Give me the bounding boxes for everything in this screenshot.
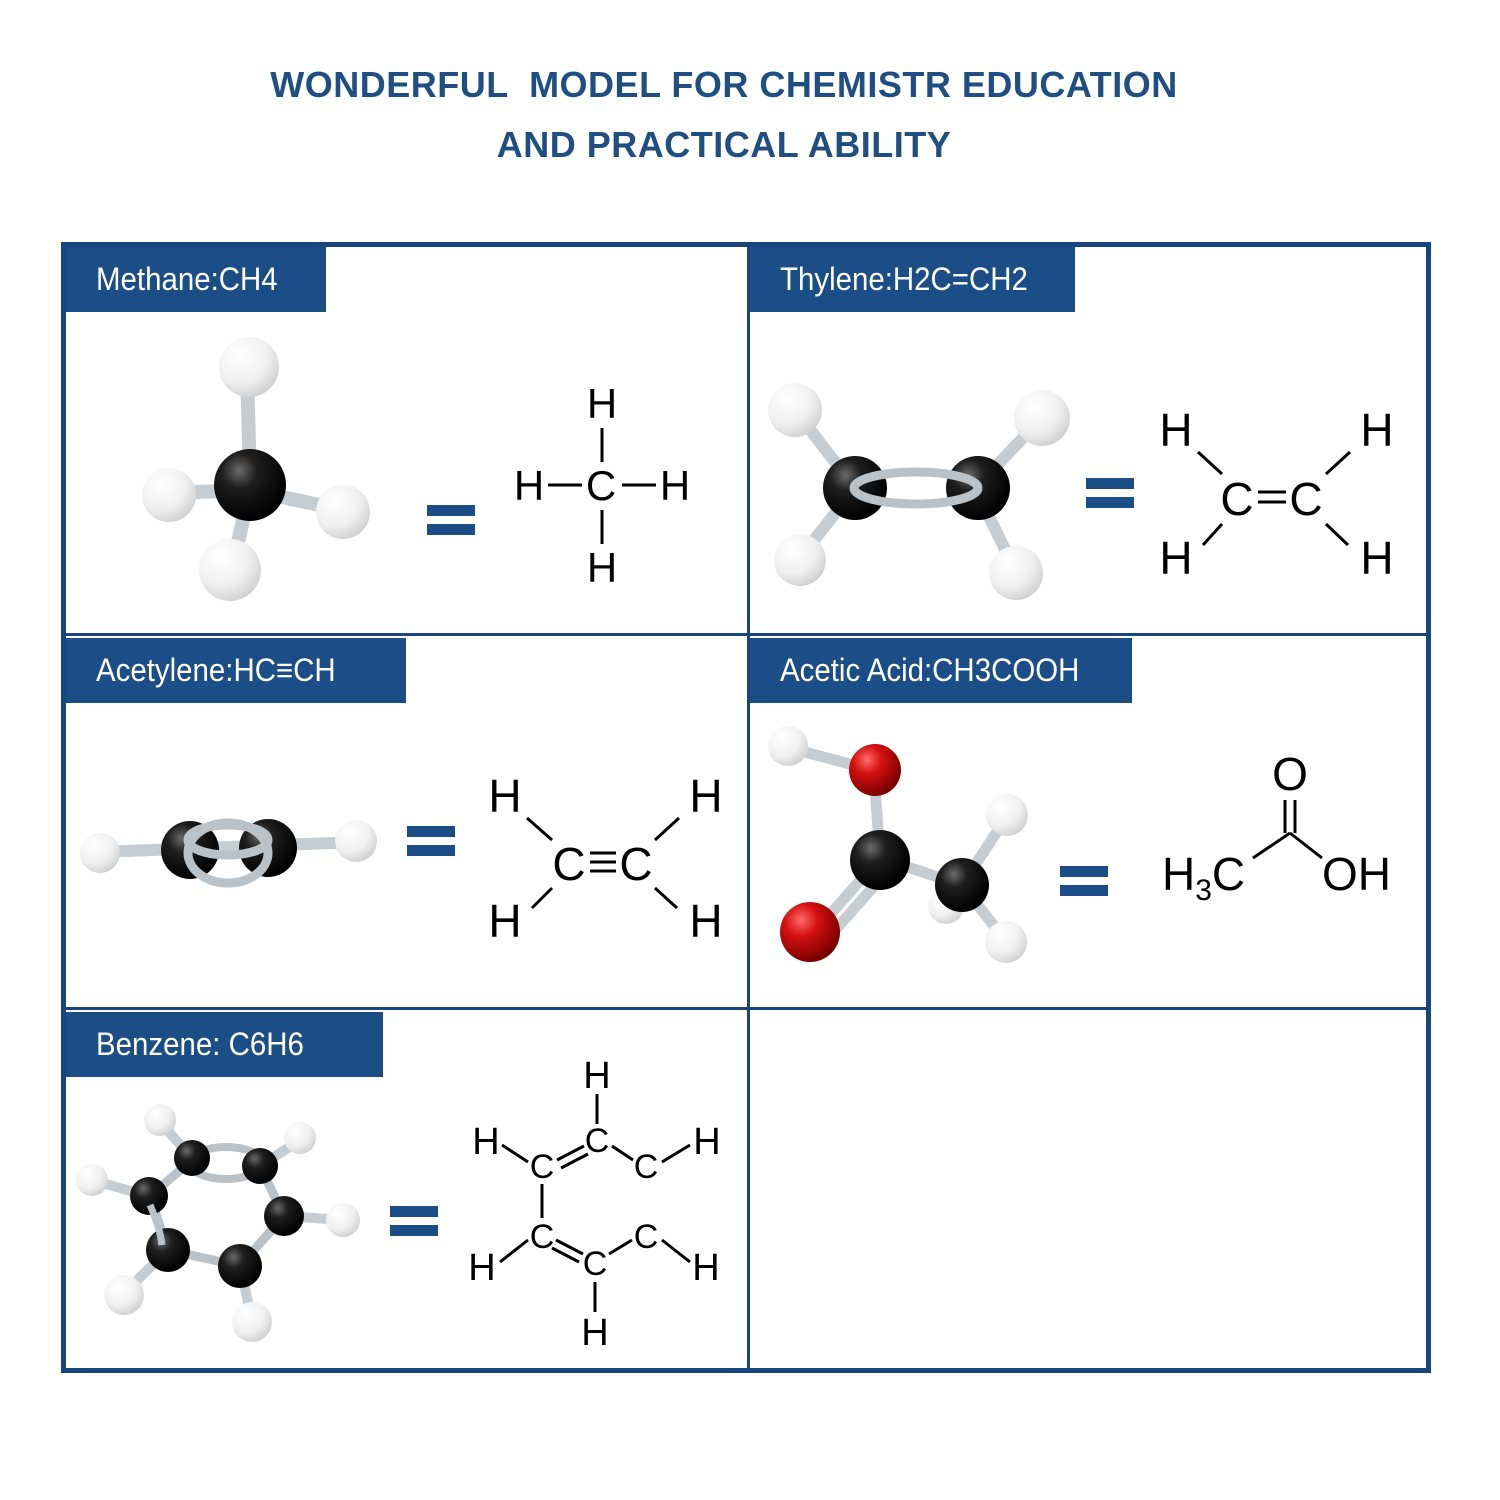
atom-label: H (488, 895, 521, 947)
atom-label: H (581, 1312, 608, 1354)
grid-divider-row-1 (66, 633, 1426, 636)
acetic-acid-3d-model (768, 726, 1028, 963)
atom-label: C (1220, 473, 1253, 525)
equals-sign-methane (427, 505, 475, 535)
panel-label-acetylene: Acetylene:HC≡CH (66, 638, 406, 703)
benzene-structural-formula: H H H C C C C C C H H H (468, 1055, 720, 1354)
atom-label: H (1159, 404, 1192, 456)
atom-label: H (472, 1121, 499, 1163)
atom-label: C (1289, 473, 1322, 525)
atom-label: C (586, 462, 616, 509)
acetylene-3d-model (80, 818, 377, 888)
panel-label-ethylene: Thylene:H2C=CH2 (750, 247, 1075, 312)
atom-label: H (587, 544, 617, 591)
acetic-acid-structural-formula: O H3C OH (1162, 748, 1391, 907)
page-title-line-1: WONDERFUL MODEL FOR CHEMISTR EDUCATION (270, 64, 1178, 105)
panel-label-benzene: Benzene: C6H6 (66, 1012, 383, 1077)
benzene-3d-model (76, 1104, 360, 1342)
atom-label: H (583, 1055, 610, 1097)
atom-label: C (619, 838, 652, 890)
page-title-line-2: AND PRACTICAL ABILITY (496, 124, 952, 165)
ethylene-structural-formula: H H C C H H (1159, 404, 1393, 584)
diagram-grid-frame (61, 242, 1431, 1373)
atom-label: C (530, 1218, 555, 1256)
atom-label: C (530, 1148, 555, 1186)
panel-label-acetic-acid: Acetic Acid:CH3COOH (750, 638, 1132, 703)
atom-label: C (634, 1148, 659, 1186)
grid-divider-row-2 (66, 1007, 1426, 1010)
grid-divider-vertical (747, 247, 750, 1368)
atom-label: H (587, 380, 617, 427)
atom-label: C (552, 838, 585, 890)
methyl-group-label: H3C (1162, 848, 1245, 907)
hydroxyl-group-label: OH (1322, 848, 1391, 900)
equals-sign-acetic-acid (1060, 866, 1108, 896)
atom-label: O (1272, 748, 1308, 800)
panel-label-methane: Methane:CH4 (66, 247, 326, 312)
atom-label: H (689, 770, 722, 822)
atom-label: H (660, 462, 690, 509)
atom-label: C (585, 1122, 610, 1160)
atom-label: H (1360, 532, 1393, 584)
methane-structural-formula: H H C H H (514, 380, 690, 591)
equals-sign-benzene (390, 1206, 438, 1236)
acetylene-structural-formula: H H C C H H (488, 770, 722, 947)
atom-label: H (488, 770, 521, 822)
atom-label: H (1159, 532, 1192, 584)
atom-label: H (468, 1247, 495, 1289)
atom-label: C (634, 1218, 659, 1256)
atom-label: H (689, 895, 722, 947)
equals-sign-acetylene (407, 826, 455, 856)
atom-label: C (583, 1245, 608, 1283)
atom-label: H (1360, 404, 1393, 456)
ethylene-3d-model (768, 383, 1070, 600)
atom-label: H (693, 1121, 720, 1163)
atom-label: H (514, 462, 544, 509)
methane-3d-model (142, 337, 370, 601)
equals-sign-ethylene (1086, 478, 1134, 508)
atom-label: H (692, 1247, 719, 1289)
